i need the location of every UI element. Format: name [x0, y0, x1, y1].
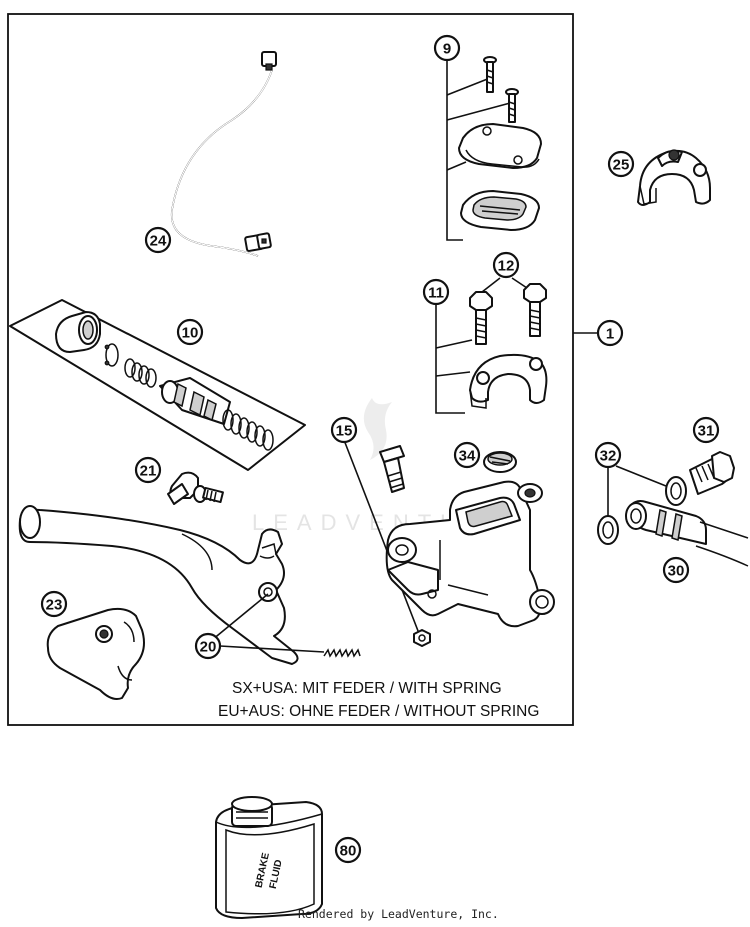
- brake-hose-group: [597, 451, 749, 567]
- callout-20: 20: [194, 632, 222, 660]
- callout-34: 34: [453, 441, 481, 469]
- clamp-bolt: [469, 283, 547, 345]
- rendered-by-footer: Rendered by LeadVenture, Inc.: [298, 907, 499, 921]
- note-with-spring: SX+USA: MIT FEDER / WITH SPRING: [232, 680, 502, 697]
- adjuster: [167, 471, 224, 505]
- cover-screw: [483, 56, 519, 123]
- callout-30-label: 30: [668, 563, 685, 580]
- callout-10: 10: [176, 318, 204, 346]
- note-without-spring: EU+AUS: OHNE FEDER / WITHOUT SPRING: [218, 703, 539, 720]
- callout-12: 12: [492, 251, 520, 279]
- callout-80: 80: [334, 836, 362, 864]
- clamp-25: [637, 149, 711, 206]
- lever-guard: [46, 607, 145, 700]
- callout-31-label: 31: [698, 423, 715, 440]
- callout-9: 9: [433, 34, 461, 62]
- callout-30: 30: [662, 556, 690, 584]
- callout-25: 25: [607, 150, 635, 178]
- callout-21-label: 21: [140, 463, 157, 480]
- callout-11-label: 11: [428, 285, 444, 302]
- callout-15-label: 15: [336, 423, 353, 440]
- switch-cable: [170, 51, 277, 257]
- callout-32: 32: [594, 441, 622, 469]
- callout-21: 21: [134, 456, 162, 484]
- callout-31: 31: [692, 416, 720, 444]
- piston-kit: [9, 299, 306, 471]
- reservoir-cap: [483, 451, 517, 473]
- callout-12-label: 12: [498, 258, 515, 275]
- reservoir-cover: [458, 123, 542, 169]
- callout-80-label: 80: [340, 843, 357, 860]
- callout-9-label: 9: [443, 41, 451, 58]
- large-spring: [222, 409, 274, 451]
- assembly-frame: [7, 13, 574, 726]
- reservoir-cover-group: [446, 56, 542, 241]
- brake-lever: [18, 505, 361, 665]
- callout-10-label: 10: [182, 325, 199, 342]
- clamp-bolts-group: [435, 277, 548, 414]
- callout-20-label: 20: [200, 639, 217, 656]
- callout-25-label: 25: [613, 157, 630, 174]
- pivot-bolt: [343, 439, 431, 647]
- brake-fluid-bottle: BRAKE FLUID: [215, 796, 323, 919]
- callout-32-label: 32: [600, 448, 617, 465]
- callout-1-label: 1: [606, 326, 614, 343]
- callout-1: 1: [596, 319, 624, 347]
- callout-11: 11: [422, 278, 450, 306]
- callout-23-label: 23: [46, 597, 63, 614]
- callout-23: 23: [40, 590, 68, 618]
- small-spring: [124, 358, 157, 388]
- callout-24: 24: [144, 226, 172, 254]
- callout-15: 15: [330, 416, 358, 444]
- callout-24-label: 24: [150, 233, 167, 250]
- master-cylinder-body: [385, 480, 555, 628]
- callout-34-label: 34: [459, 448, 476, 465]
- lever-spring: [323, 648, 361, 658]
